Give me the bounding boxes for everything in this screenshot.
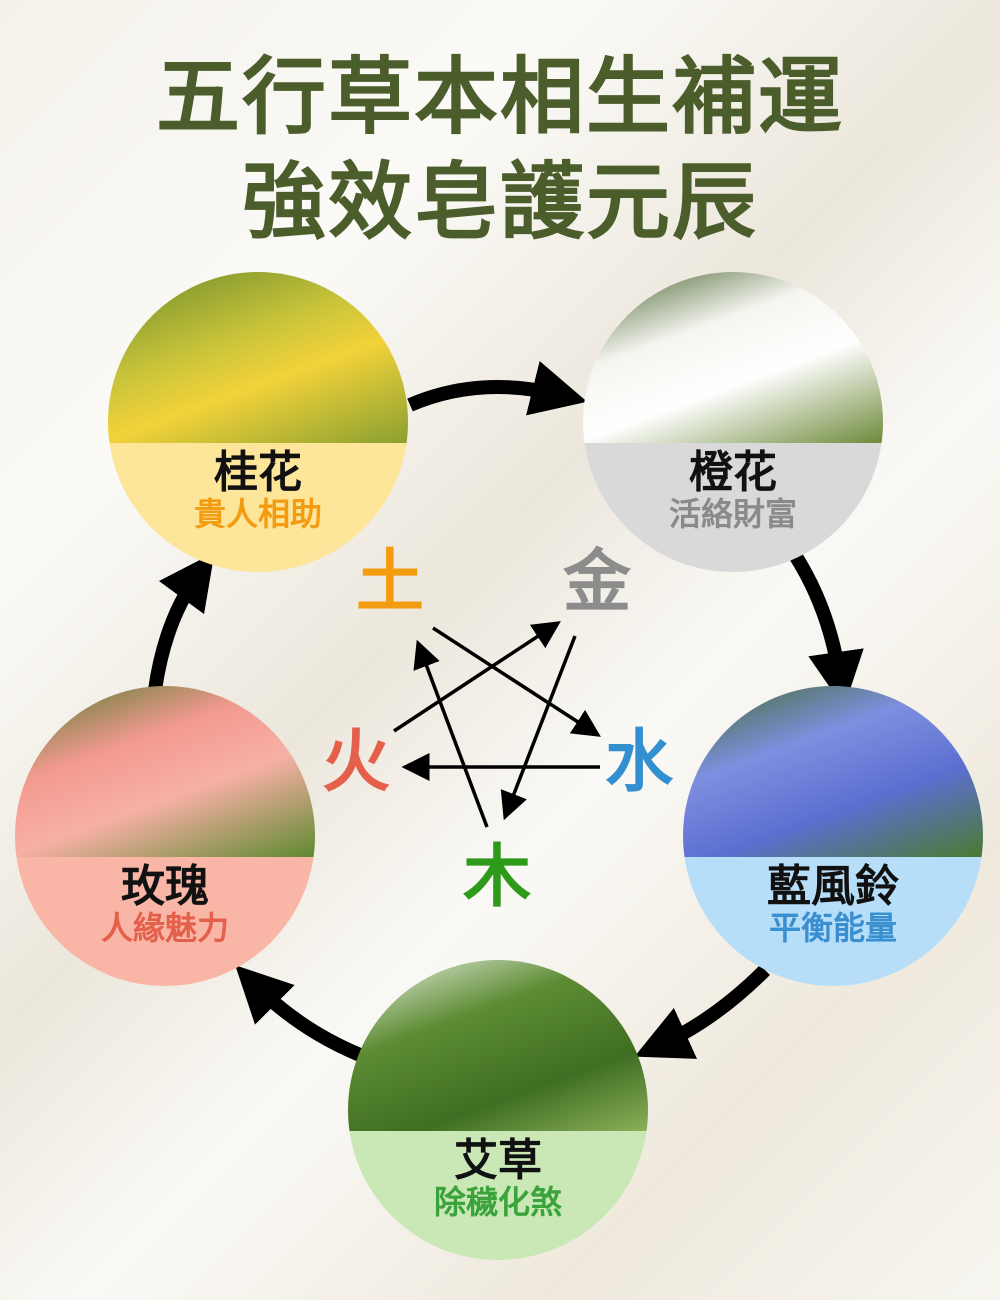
element-metal: 金: [563, 542, 632, 622]
mugwort-photo: [348, 960, 648, 1131]
herb-benefit: 平衡能量: [768, 909, 897, 948]
herb-name: 橙花: [689, 447, 777, 498]
element-water: 水: [605, 722, 674, 802]
arrow-osmanthus-to-orange: [407, 361, 588, 416]
osmanthus-photo: [108, 272, 408, 443]
arrow-wood-to-earth: [413, 639, 489, 828]
element-wood: 木: [463, 837, 532, 917]
arrow-rose-to-osmanthus: [148, 552, 215, 691]
herb-name: 藍風鈴: [767, 861, 899, 912]
arrow-metal-to-wood: [500, 635, 577, 821]
herb-benefit: 人緣魅力: [100, 909, 229, 948]
arrow-fire-to-metal: [393, 621, 561, 733]
herb-benefit: 活絡財富: [668, 495, 797, 534]
herb-benefit: 除穢化煞: [433, 1183, 562, 1222]
arrow-orange-to-bluebell: [789, 551, 864, 708]
herb-rose: 玫瑰人緣魅力: [15, 686, 315, 986]
herb-benefit: 貴人相助: [193, 495, 322, 534]
arrow-earth-to-water: [432, 626, 601, 737]
herb-name: 桂花: [214, 447, 302, 498]
element-earth: 土: [356, 542, 425, 622]
herb-orange-blossom: 橙花活絡財富: [583, 272, 883, 572]
title-line-1: 五行草本相生補運: [155, 47, 844, 146]
arrow-mugwort-to-rose: [235, 965, 363, 1062]
herb-mugwort: 艾草除穢化煞: [348, 960, 648, 1260]
herb-osmanthus: 桂花貴人相助: [108, 272, 408, 572]
orange-blossom-photo: [583, 272, 883, 443]
herb-bluebell: 藍風鈴平衡能量: [683, 686, 983, 986]
rose-photo: [15, 686, 315, 857]
title-line-2: 強效皂護元辰: [241, 152, 758, 251]
herb-name: 玫瑰: [121, 861, 209, 912]
bluebell-photo: [683, 686, 983, 857]
element-fire: 火: [322, 722, 391, 802]
herb-name: 艾草: [454, 1135, 542, 1186]
